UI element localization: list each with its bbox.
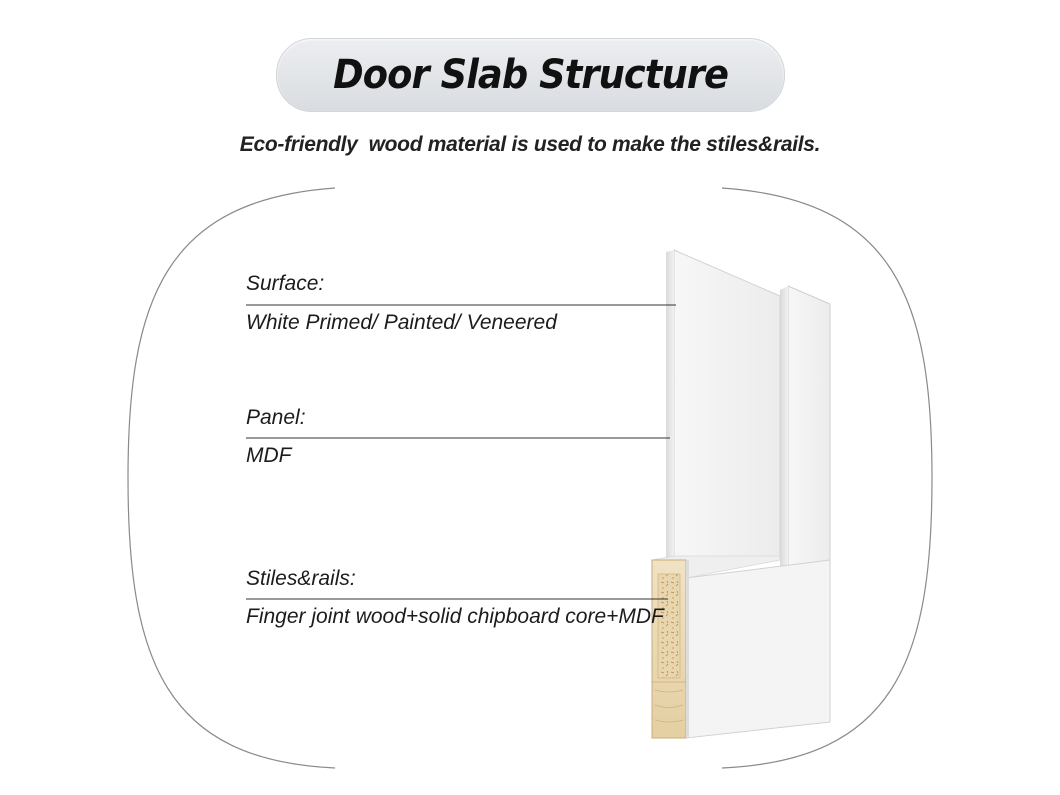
stiles-heading: Stiles&rails: <box>246 567 356 590</box>
subtitle: Eco-friendly wood material is used to ma… <box>239 133 821 156</box>
panel-heading: Panel: <box>246 406 306 429</box>
stiles-detail: Finger joint wood+solid chipboard core+M… <box>246 605 664 628</box>
surface-detail: White Primed/ Painted/ Veneered <box>246 311 557 334</box>
door-bottom-rail <box>685 559 831 739</box>
title-banner: Door Slab Structure <box>276 38 785 112</box>
chipboard-core <box>657 573 681 679</box>
panel-detail: MDF <box>246 444 292 467</box>
surface-heading: Surface: <box>246 272 325 295</box>
frame-right-arc <box>721 187 933 769</box>
page-title: Door Slab Structure <box>333 52 729 98</box>
frame-left-arc <box>127 187 336 769</box>
door-surface-panel <box>673 249 781 561</box>
mdf-skin-edge <box>686 560 689 738</box>
wood-grain <box>654 689 684 723</box>
door-front-edge <box>666 250 674 562</box>
